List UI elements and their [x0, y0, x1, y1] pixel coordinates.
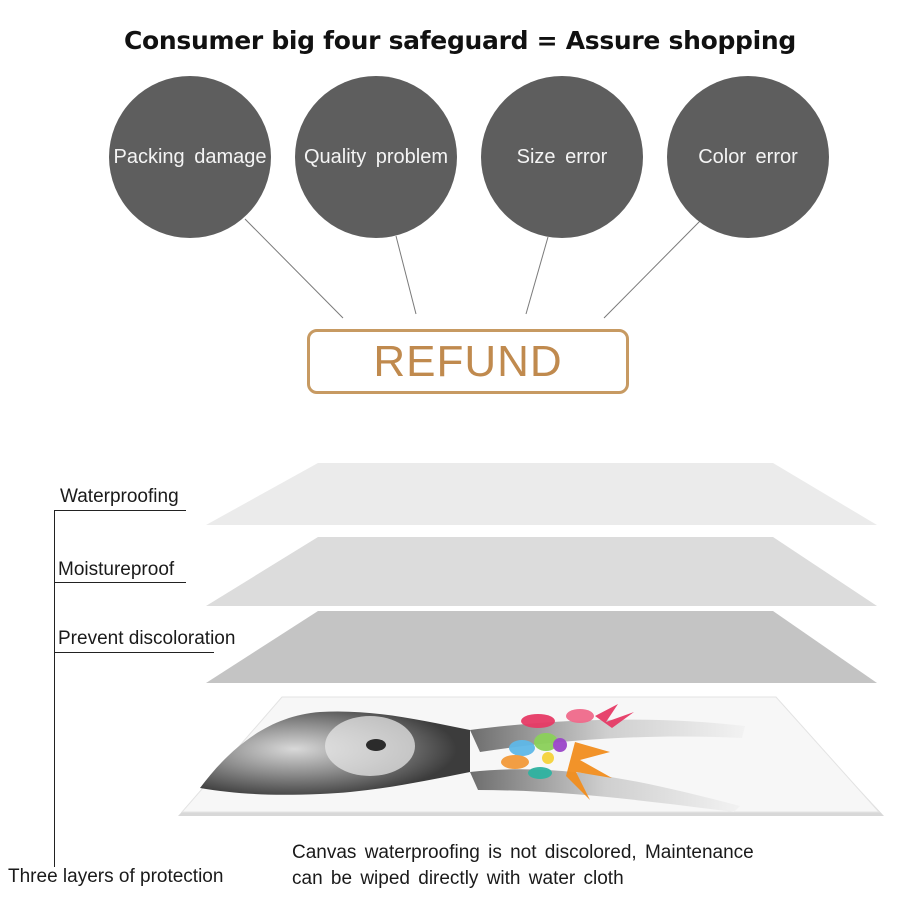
connector-line	[244, 218, 344, 319]
three-layers-label: Three layers of protection	[8, 866, 224, 887]
refund-label: REFUND	[373, 336, 563, 386]
safeguard-label: Size error	[516, 145, 608, 168]
connector-line	[525, 236, 549, 315]
safeguard-circle-size: Size error	[481, 76, 643, 238]
safeguard-label: Color error	[698, 145, 798, 168]
safeguard-label: Packing damage	[113, 145, 267, 168]
bracket-vertical	[54, 510, 55, 867]
safeguard-circle-packing: Packing damage	[109, 76, 271, 238]
connector-line	[603, 220, 701, 319]
layer-label-waterproofing: Waterproofing	[60, 486, 179, 507]
layer-label-prevent-discoloration: Prevent discoloration	[58, 628, 236, 649]
layer-moistureproof	[206, 537, 877, 606]
layer-prevent-discoloration	[206, 611, 877, 683]
bracket-tick-moistureproof	[54, 582, 186, 583]
caption-line-2: can be wiped directly with water cloth	[292, 868, 624, 889]
layer-waterproofing	[206, 463, 877, 525]
safeguard-circle-color: Color error	[667, 76, 829, 238]
bracket-tick-waterproofing	[54, 510, 186, 511]
refund-box: REFUND	[307, 329, 629, 394]
caption-line-1: Canvas waterproofing is not discolored, …	[292, 842, 754, 863]
layer-label-moistureproof: Moistureproof	[58, 559, 175, 580]
page-title: Consumer big four safeguard = Assure sho…	[123, 26, 796, 55]
caption: Canvas waterproofing is not discolored, …	[292, 840, 754, 892]
safeguard-label: Quality problem	[303, 145, 449, 168]
safeguard-circle-quality: Quality problem	[295, 76, 457, 238]
bracket-tick-discoloration	[54, 652, 214, 653]
flower-crown	[501, 704, 634, 800]
connector-line	[395, 235, 417, 315]
